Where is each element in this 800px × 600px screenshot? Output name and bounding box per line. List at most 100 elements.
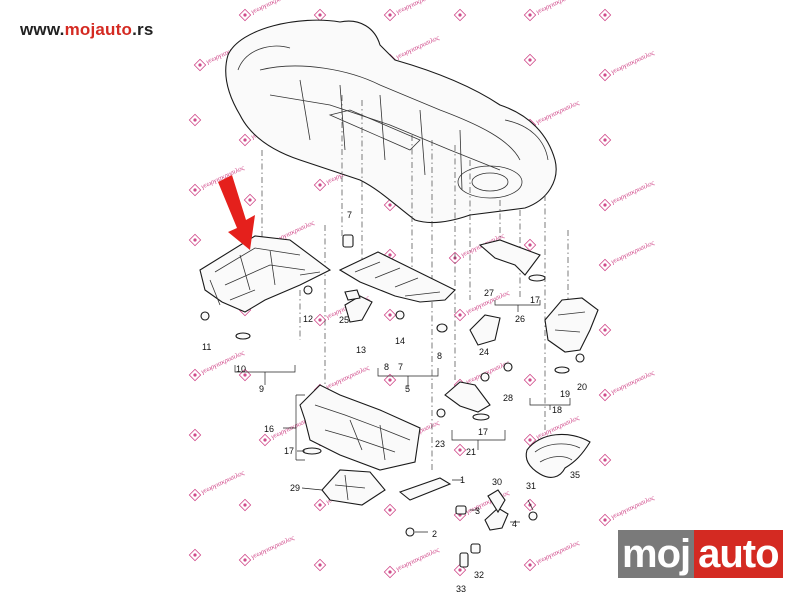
part-29-bracket[interactable] (321, 469, 386, 506)
car-underbody-illustration (225, 19, 557, 224)
part-20-screw[interactable] (575, 353, 585, 363)
car-tunnel (328, 109, 421, 151)
watermark-seal: γεωργιακρυσιλος (598, 494, 656, 527)
watermark-seal: γεωργιακρυσιλος (523, 539, 581, 572)
label-part-7-top: 7 (347, 210, 352, 220)
watermark-seal (523, 238, 537, 252)
label-part-24: 24 (479, 347, 489, 357)
part-1-rail[interactable] (398, 477, 452, 501)
front-wheel-arch (237, 45, 291, 71)
part-14-screw[interactable] (395, 310, 405, 320)
label-part-17-lower: 17 (284, 446, 294, 456)
watermark-seal-lettering: γεωργιακρυσιλος (610, 494, 656, 521)
label-part-9: 9 (259, 384, 264, 394)
watermark-seal: γεωργιακρυσιλος (453, 289, 511, 322)
part-7-clip[interactable] (342, 234, 354, 248)
spare-wheel-well-inner (471, 172, 509, 192)
watermark-seal: γεωργιακρυσιλος (188, 469, 246, 502)
label-part-35: 35 (570, 470, 580, 480)
label-part-5: 5 (405, 384, 410, 394)
label-part-23: 23 (435, 439, 445, 449)
watermark-seal (188, 428, 202, 442)
part-18-rear-cover[interactable] (544, 297, 599, 353)
part-10-clip[interactable] (235, 332, 251, 340)
part-11-screw[interactable] (200, 311, 210, 321)
label-part-29: 29 (290, 483, 300, 493)
label-part-12: 12 (303, 314, 313, 324)
part-8-clip[interactable] (436, 323, 448, 333)
part-17-seal-lower[interactable] (302, 447, 322, 455)
label-part-8-group: 8 (384, 362, 389, 372)
part-31-screw[interactable] (528, 511, 538, 521)
label-part-11: 11 (202, 342, 211, 352)
part-12-screw[interactable] (303, 285, 313, 295)
watermark-seal (383, 373, 397, 387)
logo-part-auto: auto (694, 530, 783, 578)
part-21-bracket[interactable] (444, 381, 491, 413)
watermark-seal (188, 113, 202, 127)
part-28-screw[interactable] (503, 362, 513, 372)
watermark-seal-lettering: γεωργιακρυσιλος (465, 359, 511, 386)
site-url-brand: mojauto (64, 20, 133, 39)
label-part-1: 1 (460, 475, 465, 485)
label-part-16: 16 (264, 424, 274, 434)
watermark-seal (188, 548, 202, 562)
label-part-20: 20 (577, 382, 587, 392)
watermark-seal-lettering: γεωργιακρυσιλος (610, 179, 656, 206)
part-30-hook[interactable] (487, 489, 506, 514)
watermark-seal (523, 53, 537, 67)
highlight-arrow-icon (218, 175, 255, 250)
part-3-clip[interactable] (455, 505, 467, 515)
watermark-seal (453, 8, 467, 22)
part-32-clip[interactable] (470, 543, 481, 554)
watermark-seal-lettering: γεωργιακρυσιλος (395, 546, 441, 573)
part-33-bolt[interactable] (459, 552, 469, 568)
label-part-7-group: 7 (398, 362, 403, 372)
watermark-seal (383, 308, 397, 322)
part-25-clip[interactable] (344, 289, 361, 301)
part-24-screw[interactable] (480, 372, 490, 382)
part-35-wheel-liner[interactable] (525, 433, 591, 478)
watermark-seal (453, 443, 467, 457)
site-url-suffix: .rs (132, 20, 154, 39)
label-part-21: 21 (466, 447, 476, 457)
watermark-seal (523, 373, 537, 387)
spare-wheel-well (457, 165, 523, 199)
watermark-seal-lettering: γεωργιακρυσιλος (610, 239, 656, 266)
label-part-10: 10 (236, 364, 246, 374)
label-part-30: 30 (492, 477, 502, 487)
label-part-28: 28 (503, 393, 513, 403)
watermark-seal: γεωργιακρυσιλος (523, 0, 581, 22)
part-17-seal-middle[interactable] (472, 413, 490, 421)
part-4-bracket[interactable] (484, 507, 509, 531)
watermark-seal-lettering: γεωργιακρυσιλος (535, 99, 581, 126)
part-number-labels: 1 2 3 4 5 7 7 8 8 9 10 11 12 13 14 16 17… (202, 210, 587, 594)
watermark-seal (598, 8, 612, 22)
watermark-seal-lettering: γεωργιακρυσιλος (395, 0, 441, 16)
watermark-seal (238, 498, 252, 512)
watermark-seal: γεωργιακρυσιλος (188, 164, 246, 197)
watermark-seal (523, 498, 537, 512)
watermark-seal-lettering: γεωργιακρυσιλος (395, 34, 441, 61)
site-url[interactable]: www.mojauto.rs (20, 20, 153, 40)
part-26-bracket[interactable] (478, 239, 541, 276)
car-body-shell (225, 19, 557, 224)
part-19-seal[interactable] (554, 366, 570, 374)
watermark-seal (188, 233, 202, 247)
part-23-screw[interactable] (436, 408, 446, 418)
watermark-seal-lettering: γεωργιακρυσιλος (250, 0, 296, 16)
part-9-front-undercover[interactable] (199, 235, 332, 313)
part-17-seal-upper[interactable] (528, 274, 546, 282)
part-16-rear-undercover[interactable] (299, 384, 421, 471)
label-part-8: 8 (437, 351, 442, 361)
label-part-13: 13 (356, 345, 366, 355)
part-27-bracket[interactable] (469, 314, 501, 346)
label-part-19: 19 (560, 389, 570, 399)
part-2-screw[interactable] (405, 527, 415, 537)
label-part-14: 14 (395, 336, 405, 346)
part-5-middle-floor-cover[interactable] (338, 251, 456, 303)
watermark-seal-lettering: γεωργιακρυσιλος (200, 469, 246, 496)
label-part-33: 33 (456, 584, 466, 594)
